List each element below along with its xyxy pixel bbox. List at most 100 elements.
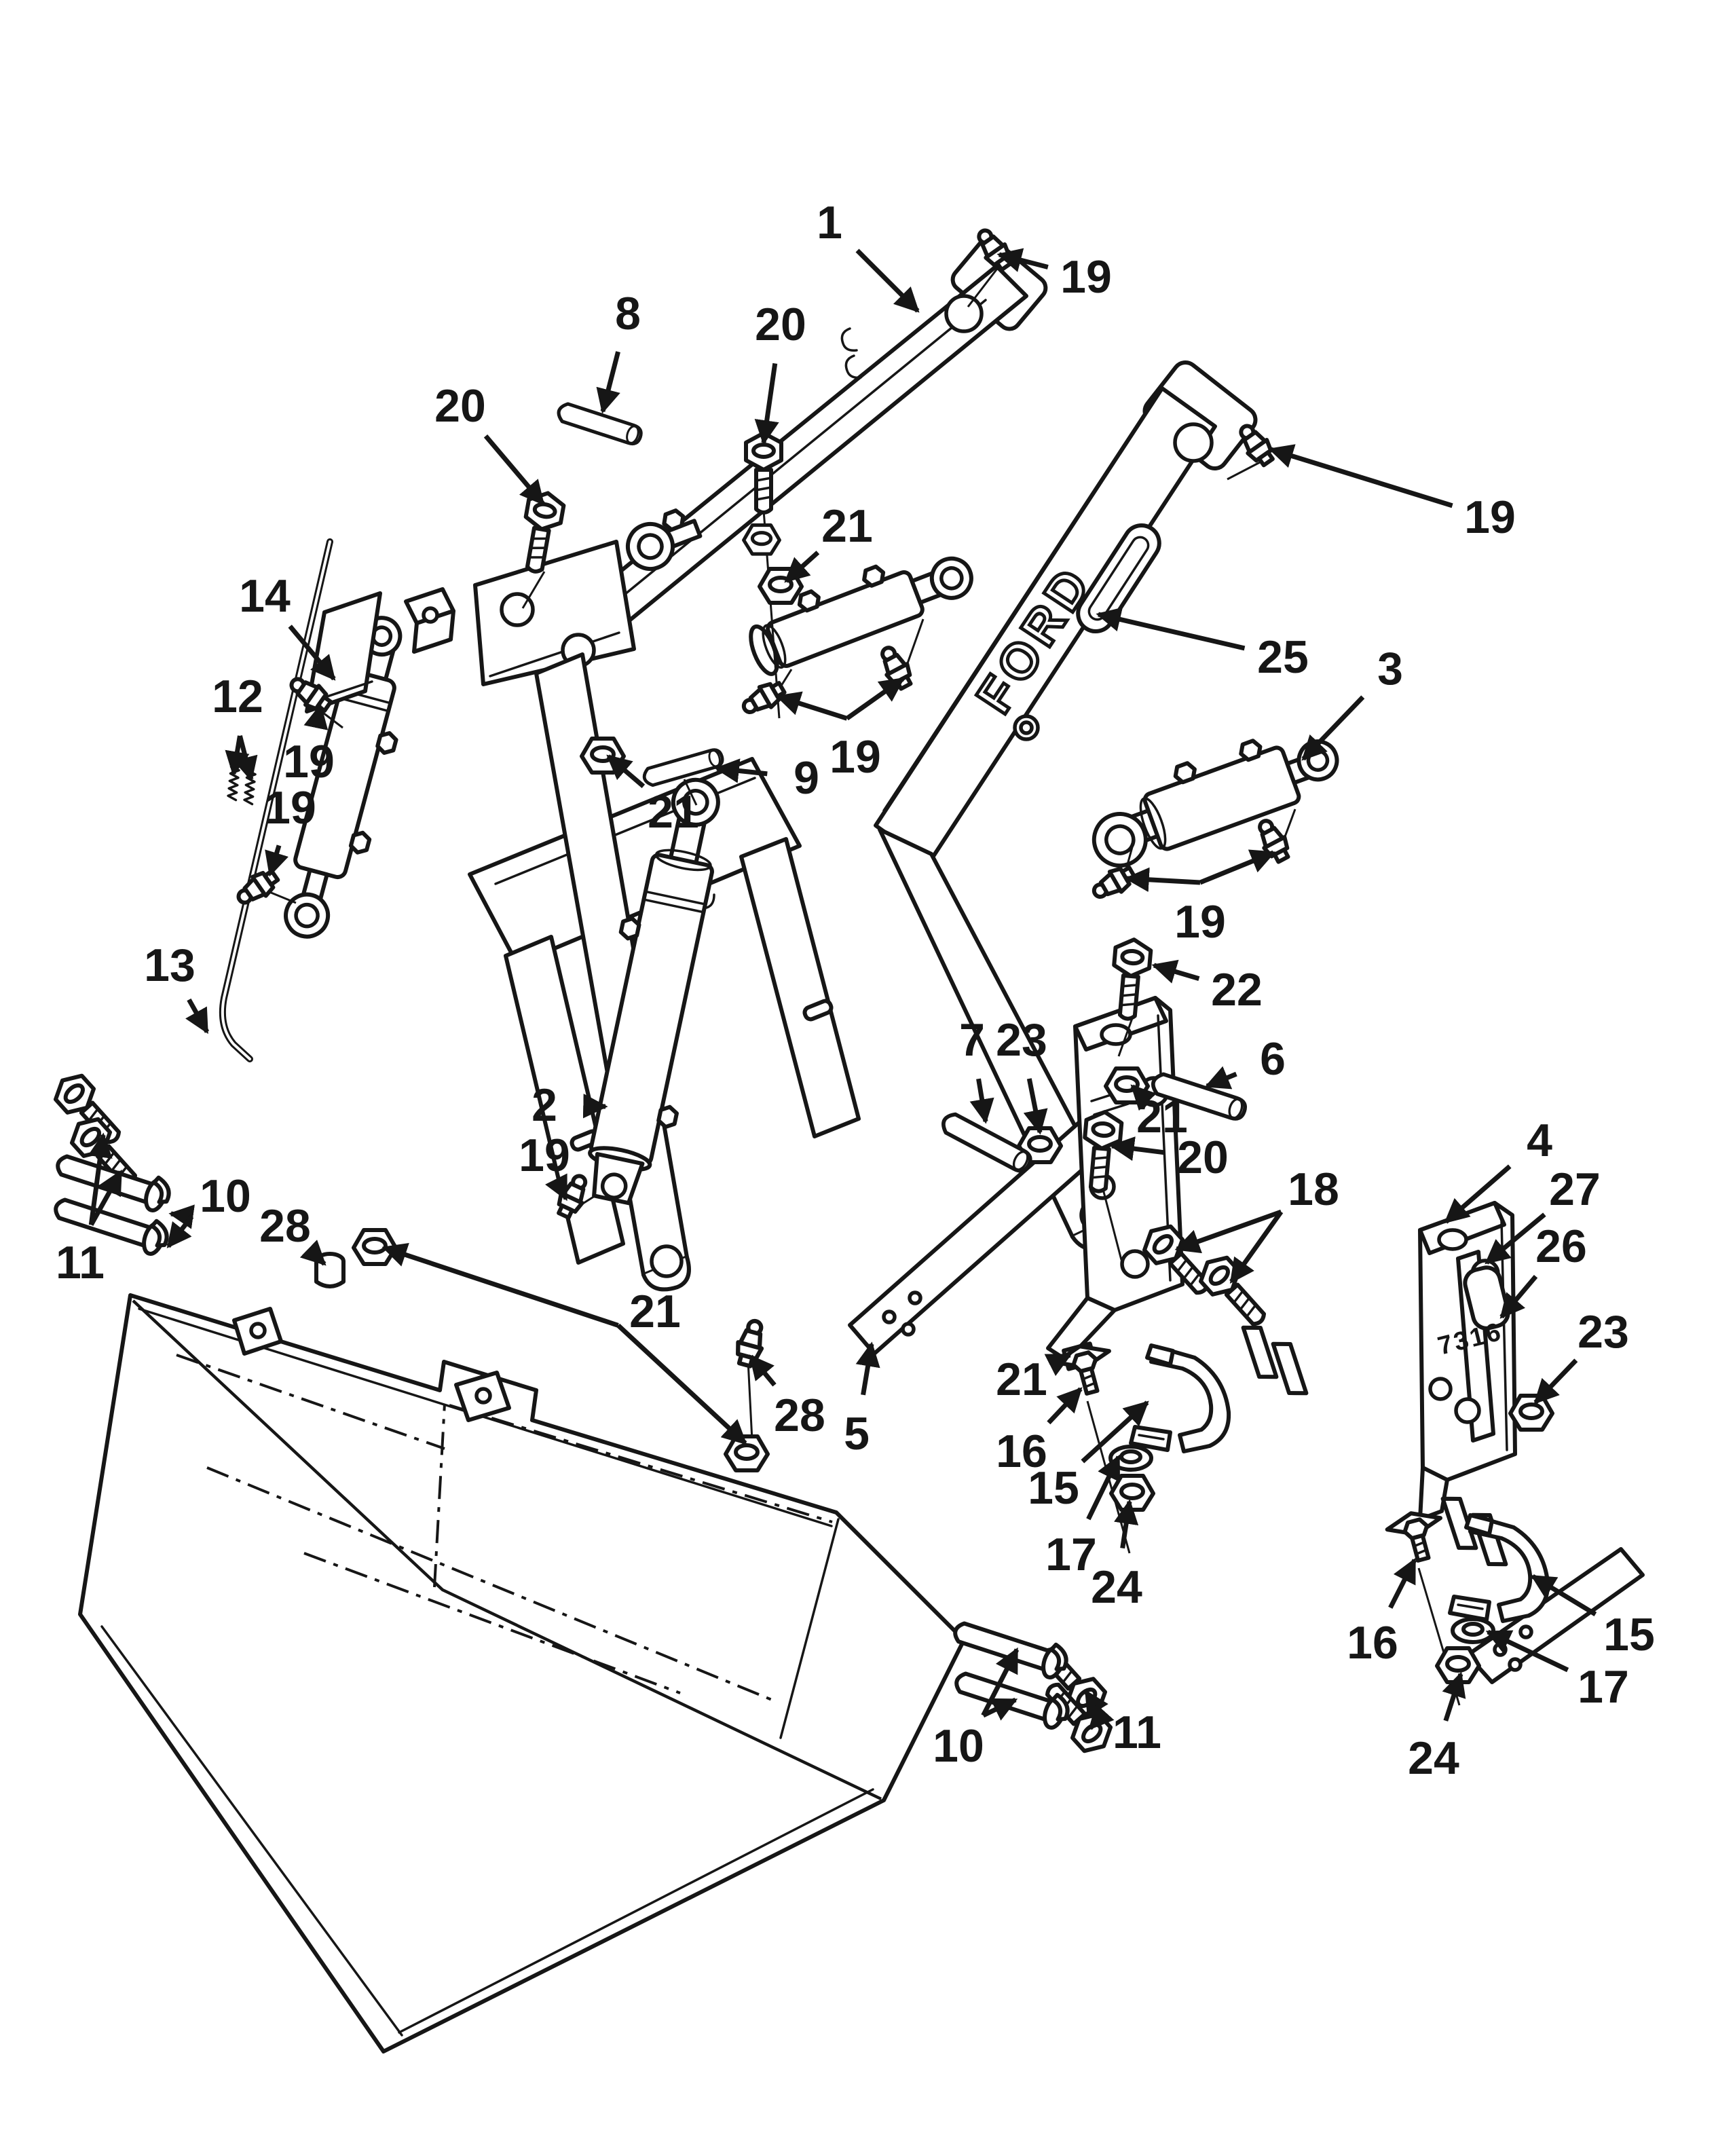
leader-arrow (1499, 1275, 1538, 1319)
leader-arrow (996, 248, 1049, 272)
leader-arrow (596, 351, 620, 414)
callout-19: 19 (1124, 849, 1276, 948)
leader-arrow (1485, 1212, 1546, 1265)
part-number-label: 23 (996, 1014, 1047, 1066)
leader-arrow (1088, 1703, 1115, 1730)
leader-arrow (288, 625, 336, 681)
callout-19: 19 (996, 248, 1112, 303)
leader-arrow (1096, 607, 1246, 651)
leader-arrow (1130, 1084, 1157, 1111)
part-number-label: 20 (1177, 1132, 1229, 1183)
callout-3: 3 (1301, 643, 1403, 761)
callout-19: 19 (265, 782, 316, 877)
grease-fitting-19 (1089, 862, 1138, 904)
callout-19: 19 (1268, 444, 1516, 543)
leader-arrow (1086, 1454, 1121, 1521)
part-number-label: 28 (774, 1390, 825, 1441)
callout-17: 17 (1485, 1629, 1629, 1713)
callout-21: 21 (1130, 1084, 1188, 1142)
tbolt-16 (1385, 1506, 1449, 1566)
part-number-label: 15 (1028, 1462, 1079, 1514)
leader-arrow (1109, 1136, 1164, 1161)
pin-10 (951, 1614, 1070, 1681)
callout-25: 25 (1096, 607, 1309, 683)
part-number-label: 8 (615, 288, 641, 339)
part-number-label: 17 (1045, 1529, 1097, 1580)
callout-20: 20 (434, 380, 545, 506)
nut-23 (1510, 1396, 1552, 1430)
leader-arrow (185, 998, 210, 1035)
right-arm (874, 360, 1258, 1252)
retainer-clips (840, 327, 862, 379)
callout-1: 1 (817, 197, 920, 313)
leader-arrow (166, 1215, 194, 1248)
leader-arrow (1151, 959, 1200, 984)
leader-arrow (1047, 1387, 1083, 1425)
plate-14 (305, 587, 455, 713)
callout-10: 10 (166, 1170, 251, 1248)
callout-7: 7 (959, 1014, 994, 1124)
leader-arrow (982, 1697, 1018, 1721)
leader-arrow (88, 1132, 113, 1225)
callout-12: 12 (212, 671, 263, 782)
leader-arrow (855, 248, 920, 313)
part-number-label: 21 (1136, 1091, 1188, 1142)
part-number-label: 3 (1377, 643, 1403, 694)
part-number-label: 19 (1464, 491, 1516, 543)
callout-22: 22 (1151, 959, 1263, 1016)
part-number-label: 10 (933, 1720, 984, 1772)
leader-arrow (1023, 1078, 1048, 1135)
part-number-label: 21 (648, 786, 699, 838)
part-number-label: 5 (844, 1408, 870, 1460)
callout-23: 23 (996, 1014, 1048, 1135)
leader-arrow (582, 1094, 608, 1119)
callout-19: 19 (775, 677, 905, 783)
leader-arrow (1081, 1400, 1149, 1464)
leader-arrow (1485, 1629, 1569, 1673)
leader-arrow (1530, 1574, 1597, 1616)
leader-arrow (1444, 1164, 1512, 1224)
callout-21: 21 (784, 500, 873, 583)
leader-arrow (714, 758, 768, 783)
nut-21 (744, 525, 780, 555)
callout-2: 2 (531, 1079, 608, 1131)
part-number-label: 21 (821, 500, 873, 552)
callout-20: 20 (754, 299, 806, 445)
callout-4: 4 (1444, 1115, 1552, 1224)
grease-fitting-19 (233, 866, 281, 910)
leader-arrow (784, 551, 820, 583)
cylinder-3 (1092, 714, 1339, 868)
callout-13: 13 (144, 940, 210, 1035)
leader-arrow (545, 1173, 569, 1202)
part-number-label: 19 (1060, 251, 1112, 303)
leader-arrow (1533, 1358, 1578, 1405)
callout-16: 16 (1347, 1557, 1417, 1669)
leader-arrow (1204, 1066, 1237, 1090)
part-number-label: 11 (1113, 1707, 1161, 1758)
part-number-label: 16 (1347, 1617, 1398, 1669)
leader-arrow (1199, 849, 1276, 885)
leader-arrow (616, 1323, 747, 1445)
part-number-label: 10 (200, 1170, 251, 1222)
part-number-label: 19 (265, 782, 316, 834)
rod-13 (219, 538, 333, 1062)
leader-arrow (89, 1169, 124, 1227)
clamp-pad (1244, 1322, 1277, 1381)
callout-5: 5 (844, 1341, 880, 1460)
leader-arrow (1268, 444, 1453, 508)
nut-21 (582, 739, 624, 773)
callout-28: 28 (259, 1200, 327, 1266)
bushing-28 (733, 1318, 768, 1368)
leader-arrow (483, 434, 545, 506)
callout-11: 11 (56, 1132, 124, 1288)
callout-17: 17 (1045, 1454, 1121, 1580)
pin-8 (556, 402, 643, 446)
callout-10: 10 (933, 1647, 1020, 1772)
leader-arrow (754, 363, 779, 445)
callout-24: 24 (1408, 1671, 1466, 1784)
leader-arrow (981, 1647, 1020, 1717)
callout-15: 15 (1530, 1574, 1655, 1660)
nut-24 (1111, 1476, 1153, 1510)
